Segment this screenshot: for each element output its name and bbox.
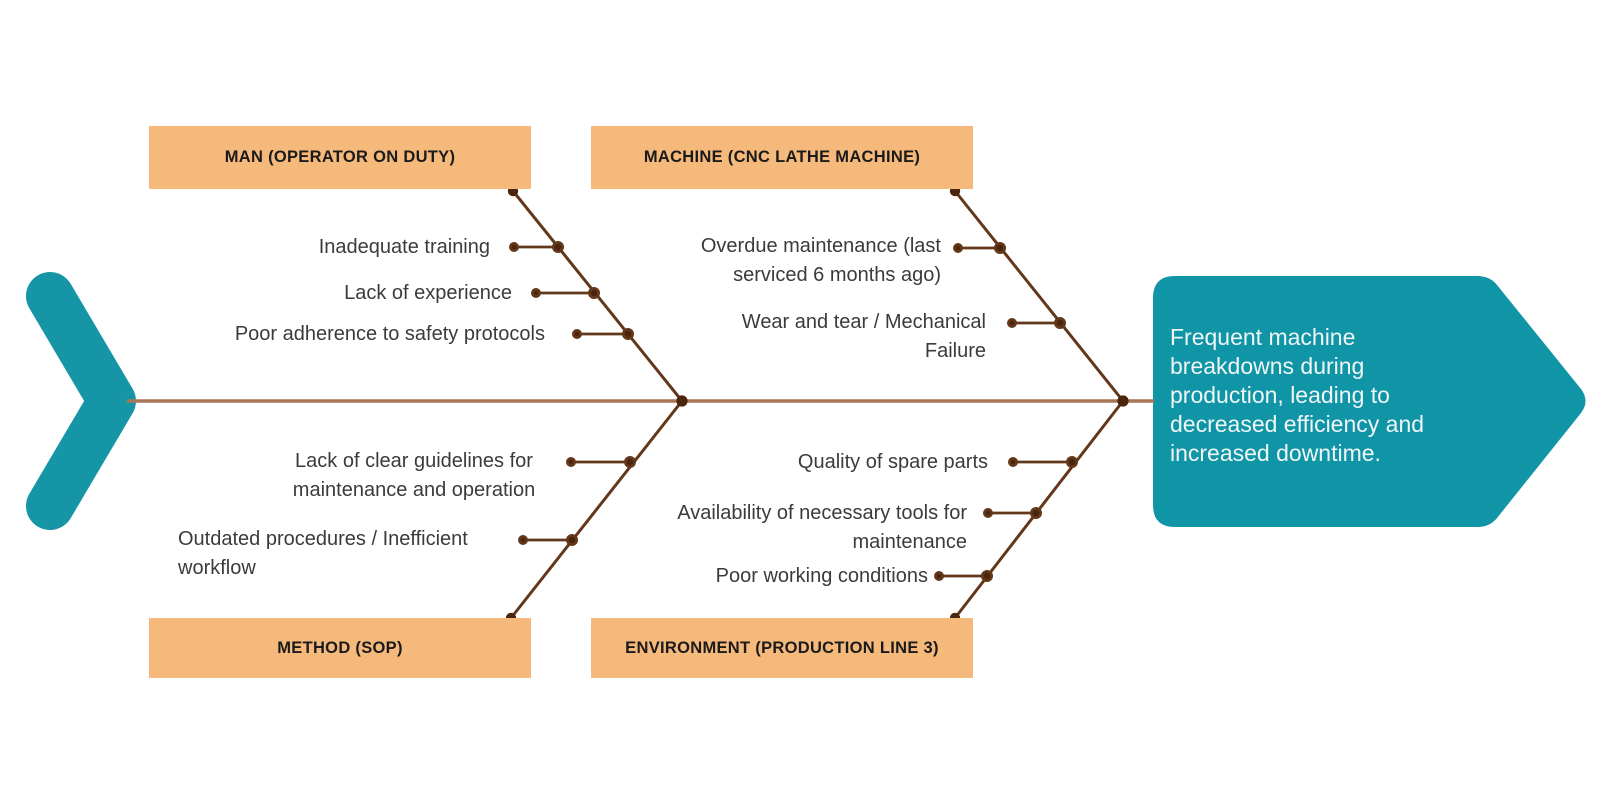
twigs-machine	[953, 241, 1067, 329]
bone-machine	[953, 190, 1125, 402]
cause-quality-spare-parts: Quality of spare parts	[797, 451, 988, 473]
category-label-method: METHOD (SOP)	[277, 638, 403, 657]
category-box-machine: MACHINE (CNC LATHE MACHINE)	[591, 126, 973, 189]
category-box-man: MAN (OPERATOR ON DUTY)	[149, 126, 531, 189]
bone-method	[509, 400, 684, 619]
twigs-method	[518, 455, 637, 547]
cause-availability-tools: Availability of necessary tools for main…	[677, 502, 967, 553]
category-label-man: MAN (OPERATOR ON DUTY)	[224, 148, 456, 166]
cause-lack-of-experience: Lack of experience	[344, 282, 512, 304]
cause-outdated-procedures: Outdated procedures / Inefficient workfl…	[178, 528, 468, 579]
cause-poor-working-conditions: Poor working conditions	[715, 565, 928, 587]
category-label-environment: ENVIRONMENT (PRODUCTION LINE 3)	[625, 638, 939, 657]
twigs-environment	[934, 455, 1079, 583]
tail-chevron-icon	[26, 272, 136, 530]
cause-overdue-maintenance: Overdue maintenance (last serviced 6 mon…	[700, 235, 941, 286]
problem-arrow-shape	[1153, 276, 1586, 527]
category-box-method: METHOD (SOP)	[149, 618, 531, 678]
cause-wear-and-tear: Wear and tear / Mechanical Failure	[741, 311, 986, 362]
cause-lack-of-clear-guidelines: Lack of clear guidelines for maintenance…	[292, 450, 536, 501]
cause-inadequate-training: Inadequate training	[318, 236, 490, 258]
category-label-machine: MACHINE (CNC LATHE MACHINE)	[643, 148, 921, 166]
cause-poor-adherence-safety: Poor adherence to safety protocols	[234, 323, 545, 345]
category-box-environment: ENVIRONMENT (PRODUCTION LINE 3)	[591, 618, 973, 678]
twigs-man	[508, 240, 635, 340]
problem-statement: Frequent machine breakdowns during produ…	[1170, 324, 1425, 466]
